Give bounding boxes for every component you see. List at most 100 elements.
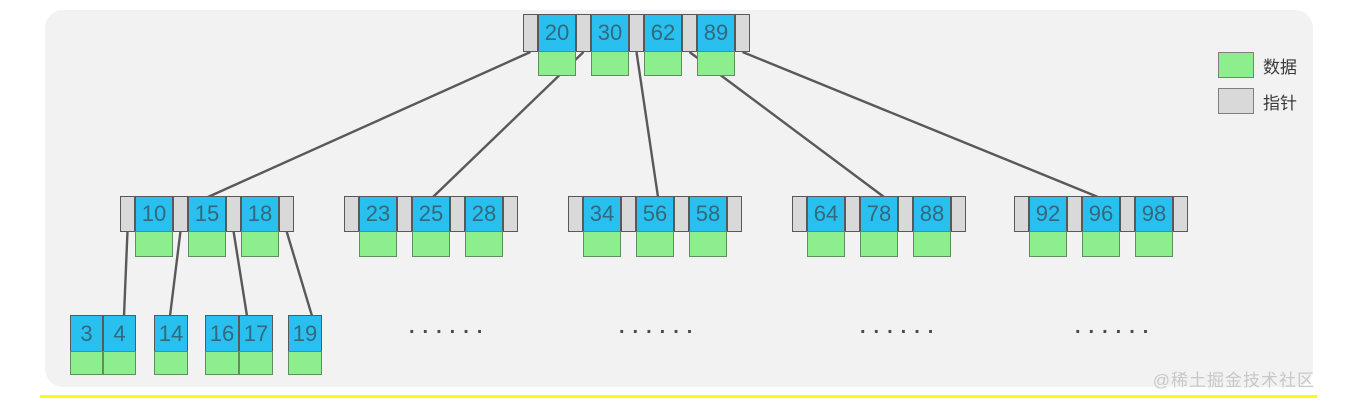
key-cell: 88 (913, 196, 951, 232)
cell-row: 10 15 18 (120, 196, 294, 232)
pointer-cell (226, 196, 241, 232)
pointer-cell (568, 196, 583, 232)
accent-bar (40, 395, 1317, 398)
connector-line (122, 230, 129, 317)
ellipsis-dots: ...... (1075, 316, 1157, 338)
key-cell: 30 (591, 14, 629, 52)
pointer-cell (450, 196, 465, 232)
key-cell: 23 (359, 196, 397, 232)
data-cell (239, 351, 273, 375)
pointer-cell (120, 196, 135, 232)
data-cell (103, 351, 136, 375)
pointer-cell (845, 196, 860, 232)
pointer-cell (735, 14, 750, 52)
key-cell: 89 (697, 14, 735, 52)
pointer-cell (1173, 196, 1188, 232)
data-cell (205, 351, 239, 375)
key-cell: 16 (205, 315, 239, 352)
pointer-cell (576, 14, 591, 52)
data-cell (70, 351, 103, 375)
pointer-cell (629, 14, 644, 52)
connector-line (168, 230, 182, 317)
data-cell (538, 51, 576, 76)
data-cell (188, 231, 226, 257)
pointer-cell (674, 196, 689, 232)
connector-line (742, 50, 1099, 199)
ellipsis-dots: ...... (409, 316, 491, 338)
key-cell: 98 (1135, 196, 1173, 232)
pointer-cell (503, 196, 518, 232)
key-cell: 64 (807, 196, 845, 232)
data-cell (583, 231, 621, 257)
data-cell (636, 231, 674, 257)
key-cell: 18 (241, 196, 279, 232)
data-cell (1029, 231, 1067, 257)
key-cell: 62 (644, 14, 682, 52)
legend-data-swatch (1218, 52, 1254, 78)
pointer-cell (523, 14, 538, 52)
data-cell (689, 231, 727, 257)
cell-row: 64 78 88 (792, 196, 966, 232)
data-cell (807, 231, 845, 257)
connector-line (232, 230, 249, 317)
cell-row: 19 (288, 315, 322, 352)
pointer-cell (792, 196, 807, 232)
key-cell: 3 (70, 315, 103, 352)
cell-row: 14 (154, 315, 188, 352)
data-cell (860, 231, 898, 257)
data-cell (359, 231, 397, 257)
internal-node: 23 25 28 (344, 196, 518, 257)
pointer-cell (279, 196, 294, 232)
connector-line (207, 50, 531, 199)
key-cell: 17 (239, 315, 273, 352)
data-cell (913, 231, 951, 257)
connector-line (688, 51, 885, 198)
pointer-cell (344, 196, 359, 232)
data-cell (1135, 231, 1173, 257)
pointer-cell (1014, 196, 1029, 232)
pointer-cell (397, 196, 412, 232)
data-cell (644, 51, 682, 76)
watermark: @稀土掘金技术社区 (1152, 371, 1315, 390)
pointer-cell (682, 14, 697, 52)
legend: 数据 指针 (1218, 52, 1297, 114)
key-cell: 28 (465, 196, 503, 232)
data-cell (241, 231, 279, 257)
legend-data-label: 数据 (1263, 57, 1297, 77)
data-cell (465, 231, 503, 257)
data-cell (412, 231, 450, 257)
ellipsis-dots: ...... (619, 316, 701, 338)
legend-pointer-label: 指针 (1263, 93, 1297, 113)
pointer-cell (951, 196, 966, 232)
ellipsis-dots: ...... (860, 316, 942, 338)
pointer-cell (173, 196, 188, 232)
data-cell (135, 231, 173, 257)
cell-row (288, 351, 322, 375)
pointer-cell (898, 196, 913, 232)
key-cell: 96 (1082, 196, 1120, 232)
pointer-cell (621, 196, 636, 232)
cell-row (154, 351, 188, 375)
key-cell: 56 (636, 196, 674, 232)
key-cell: 25 (412, 196, 450, 232)
key-cell: 15 (188, 196, 226, 232)
data-cell (288, 351, 322, 375)
connector-line (285, 230, 314, 317)
connector-line (432, 51, 585, 198)
leaf-node: 19 (288, 315, 322, 375)
key-cell: 10 (135, 196, 173, 232)
key-cell: 19 (288, 315, 322, 352)
key-cell: 78 (860, 196, 898, 232)
key-cell: 4 (103, 315, 136, 352)
key-cell: 14 (154, 315, 188, 352)
legend-item-data: 数据 (1218, 52, 1297, 78)
